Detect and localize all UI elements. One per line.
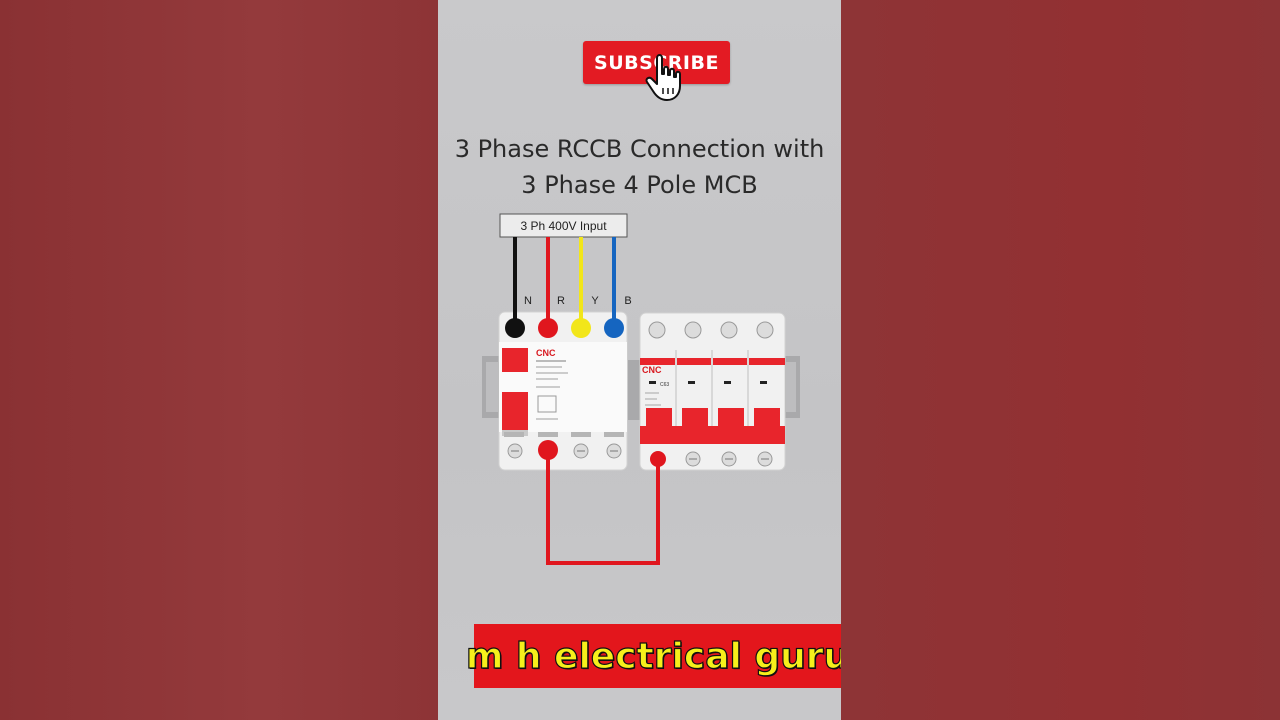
diagram-title-line-1: 3 Phase RCCB Connection with	[454, 135, 825, 163]
terminal-dot-n	[505, 318, 525, 338]
din-rail-middle	[628, 360, 640, 420]
wire-label-b: B	[624, 295, 631, 307]
link-dot-rccb-out	[538, 440, 558, 460]
link-dot-mcb-out	[650, 451, 666, 467]
terminal-dot-r	[538, 318, 558, 338]
pointer-hand-icon	[645, 54, 681, 101]
video-frame: SUBSCRIBE 3 Phase RCCB Connection with 3…	[438, 0, 841, 720]
channel-name-banner: m h electrical guru	[465, 624, 841, 688]
mcb-rating-label: C63	[660, 382, 669, 388]
wire-label-r: R	[557, 295, 565, 307]
input-box-label: 3 Ph 400V Input	[520, 219, 607, 233]
right-blurred-background	[841, 0, 1280, 720]
channel-name-text: m h electrical guru	[465, 635, 841, 677]
diagram-title-line-2: 3 Phase 4 Pole MCB	[521, 171, 758, 199]
mcb-brand-label: CNC	[642, 365, 662, 375]
terminal-dot-y	[571, 318, 591, 338]
terminal-dot-b	[604, 318, 624, 338]
wire-label-n: N	[524, 295, 532, 307]
input-box	[499, 213, 628, 238]
rccb-brand-label: CNC	[536, 348, 556, 358]
mcb-4-pole-device: CNC C63	[639, 312, 786, 471]
wire-label-y: Y	[591, 295, 599, 307]
wiring-diagram: 3 Ph 400V Input CNC	[482, 213, 800, 565]
left-blurred-background	[0, 0, 438, 720]
wire-rccb-to-mcb-link	[546, 451, 660, 565]
